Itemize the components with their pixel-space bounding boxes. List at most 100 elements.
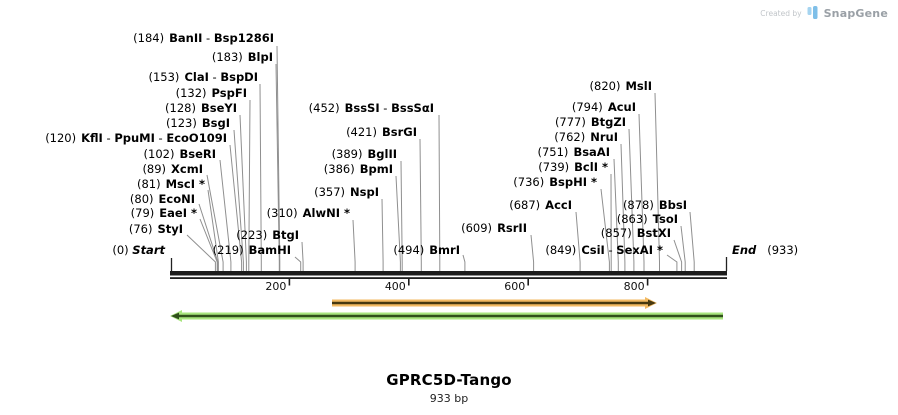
enzyme-site-label[interactable]: (310)AlwNI * [267, 207, 350, 220]
enzyme-site-label[interactable]: (128) BseYI [165, 102, 237, 115]
enzyme-site-label[interactable]: (223)BtgI [236, 229, 299, 242]
enzyme-site-label[interactable]: (123)BsgI [166, 117, 230, 130]
site-name-separator: - [379, 101, 392, 115]
site-position: (739) [538, 160, 570, 174]
start-label[interactable]: (0) Start [112, 244, 165, 257]
enzyme-site-label[interactable]: (751)BsaAI [538, 146, 611, 159]
site-leader-line [673, 239, 683, 271]
site-leader-line [229, 144, 243, 271]
enzyme-site-label[interactable]: (79)EaeI * [131, 207, 197, 220]
site-name-separator: - [604, 243, 617, 257]
enzyme-name: CsiI [581, 243, 605, 257]
enzyme-name: BbsI [658, 198, 687, 212]
enzyme-site-label[interactable]: (609)RsrII [461, 222, 527, 235]
enzyme-name: XcmI [171, 162, 203, 176]
site-position: (184) [133, 31, 165, 45]
enzyme-site-label[interactable]: (494)BmrI [393, 244, 460, 257]
enzyme-name: PspFI [211, 86, 247, 100]
title-block: GPRC5D-Tango 933 bp [0, 371, 898, 405]
enzyme-site-label[interactable]: (386)BpmI [324, 163, 393, 176]
enzyme-site-label[interactable]: (153)ClaI - BspDI [149, 71, 259, 84]
enzyme-name: BlpI [247, 50, 273, 64]
snapgene-brand-text: SnapGene [823, 6, 888, 20]
enzyme-site-label[interactable]: (183)BlpI [212, 51, 273, 64]
site-position: (76) [128, 222, 153, 236]
enzyme-name: AccI [545, 198, 572, 212]
enzyme-site-label[interactable]: (421)BsrGI [346, 126, 417, 139]
enzyme-site-label[interactable]: (687)AccI [509, 199, 572, 212]
enzyme-name: BseRI [179, 147, 216, 161]
enzyme-site-label[interactable]: (849)CsiI - SexAI * [545, 244, 663, 257]
site-leader-line [207, 189, 219, 271]
site-name-separator: - [208, 70, 221, 84]
enzyme-name: BanII [169, 31, 203, 45]
enzyme-site-label[interactable]: (89) XcmI [142, 163, 203, 176]
enzyme-site-label[interactable]: (219) BamHI [213, 244, 291, 257]
enzyme-site-label[interactable]: (132) PspFI [176, 87, 247, 100]
site-position: (89) [142, 162, 167, 176]
site-position: (128) [165, 101, 196, 115]
enzyme-name: BspHI * [549, 175, 597, 189]
enzyme-site-label[interactable]: (794)AcuI [572, 101, 636, 114]
enzyme-name: BspDI [220, 70, 258, 84]
enzyme-site-label[interactable]: (820)MslI [590, 80, 652, 93]
site-leader-line [186, 234, 216, 271]
site-leader-line [381, 198, 384, 271]
site-leader-line [276, 45, 281, 271]
enzyme-site-label[interactable]: (76)StyI [129, 223, 183, 236]
end-position: (933) [767, 243, 799, 257]
enzyme-site-label[interactable]: (452)BssSI - BssSαI [309, 102, 434, 115]
site-leader-line [301, 241, 304, 271]
site-position: (310) [266, 206, 298, 220]
enzyme-site-label[interactable]: (184)BanII - Bsp1286I [133, 32, 274, 45]
enzyme-name: BamHI [248, 243, 291, 257]
site-leader-line [628, 128, 635, 271]
site-position: (857) [600, 226, 632, 240]
enzyme-site-label[interactable]: (389)BglII [332, 148, 397, 161]
enzyme-name: BssSαI [391, 101, 434, 115]
start-position: (0) [112, 243, 129, 257]
site-position: (132) [175, 86, 207, 100]
site-leader-line [259, 83, 262, 271]
site-position: (80) [129, 192, 154, 206]
ruler-tick-label: 600 [504, 280, 526, 293]
site-leader-line [613, 158, 619, 271]
enzyme-site-label[interactable]: (762)NruI [554, 131, 618, 144]
enzyme-name: BtgI [272, 228, 299, 242]
site-leader-line [219, 159, 232, 271]
enzyme-site-label[interactable]: (857)BstXI [601, 227, 671, 240]
site-leader-line [462, 254, 466, 271]
enzyme-name: BsaAI [573, 145, 610, 159]
end-text: End [732, 243, 757, 257]
enzyme-site-label[interactable]: (878)BbsI [623, 199, 687, 212]
site-position: (452) [308, 101, 340, 115]
enzyme-name: PpuMI [114, 131, 155, 145]
enzyme-name: BpmI [359, 162, 393, 176]
site-leader-line [248, 99, 251, 271]
enzyme-name: TsoI [652, 212, 678, 226]
site-position: (849) [545, 243, 577, 257]
enzyme-site-label[interactable]: (81)MscI * [137, 178, 205, 191]
enzyme-name: EcoO109I [166, 131, 227, 145]
enzyme-name: RsrII [497, 221, 527, 235]
end-label[interactable]: End (933) [732, 244, 798, 257]
feature-arrow-core [171, 312, 723, 320]
enzyme-site-label[interactable]: (80)EcoNI [130, 193, 195, 206]
enzyme-name: BseYI [200, 101, 237, 115]
site-position: (389) [331, 147, 363, 161]
enzyme-site-label[interactable]: (863)TsoI [617, 213, 678, 226]
dna-sequence-bar[interactable] [170, 271, 727, 276]
site-leader-line [198, 203, 219, 271]
enzyme-site-label[interactable]: (736)BspHI * [513, 176, 597, 189]
enzyme-name: BsrGI [382, 125, 417, 139]
enzyme-name: ClaI [184, 70, 209, 84]
site-position: (123) [165, 116, 197, 130]
dna-sequence-bar-bottom-strand [170, 277, 727, 279]
enzyme-site-label[interactable]: (739)BclI * [538, 161, 608, 174]
map-title: GPRC5D-Tango [386, 371, 512, 389]
enzyme-site-label[interactable]: (777)BtgZI [555, 116, 626, 129]
enzyme-site-label[interactable]: (357)NspI [314, 186, 379, 199]
enzyme-site-label[interactable]: (102)BseRI [144, 148, 216, 161]
site-position: (219) [212, 243, 244, 257]
enzyme-site-label[interactable]: (120)KflI - PpuMI - EcoO109I [45, 132, 227, 145]
